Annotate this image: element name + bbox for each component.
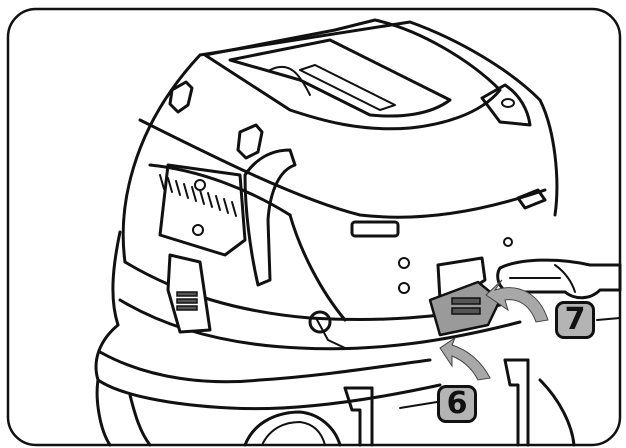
step-7-label: 7 [564, 302, 586, 337]
step-7-callout: 7 [555, 301, 595, 339]
hand [496, 258, 622, 300]
filter-cassette [428, 256, 502, 337]
rotate-arrow-7 [485, 279, 549, 323]
front-panel [288, 213, 513, 349]
step-6-label: 6 [446, 386, 468, 421]
rotate-arrow-6 [439, 336, 491, 381]
side-vent-panel [158, 148, 297, 287]
vacuum-head [121, 18, 559, 264]
side-clip [166, 253, 212, 334]
step-6-callout: 6 [437, 385, 477, 423]
figure-frame [6, 7, 622, 447]
vacuum-tub [94, 230, 576, 447]
